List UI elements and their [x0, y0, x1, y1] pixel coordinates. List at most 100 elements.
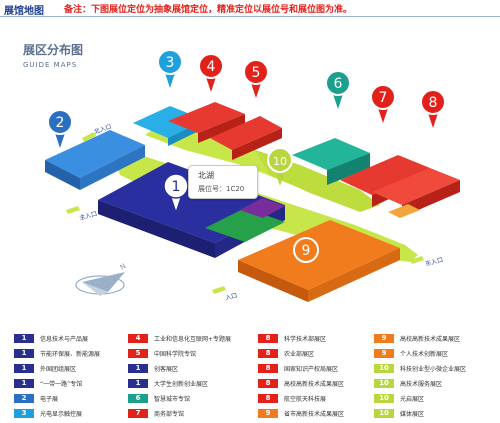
- legend-label: 科技创业型小微企业展区: [400, 365, 467, 373]
- pin-hall-9[interactable]: 9: [293, 237, 319, 276]
- legend-swatch: 8: [258, 348, 278, 358]
- legend-item: 10 科技创业型小微企业展区: [374, 362, 466, 374]
- pin-label: 3: [166, 55, 175, 71]
- hall-5[interactable]: [210, 116, 282, 160]
- legend-label: 个人技术创新展区: [400, 350, 449, 358]
- legend-swatch: 9: [374, 348, 394, 358]
- legend-item: 1 信息技术与产品展: [14, 332, 88, 344]
- hall-1[interactable]: [98, 162, 285, 258]
- hall-2[interactable]: [45, 130, 145, 190]
- svg-text:入口: 入口: [225, 292, 238, 302]
- tooltip-booth-number: 展位号：1C20: [198, 185, 245, 193]
- legend-swatch: 6: [128, 393, 148, 403]
- pin-hall-10[interactable]: 10: [267, 147, 293, 186]
- legend-swatch: 1: [128, 378, 148, 388]
- hall-8[interactable]: [372, 168, 460, 218]
- pin-label: 9: [302, 243, 311, 259]
- pin-label: 2: [56, 115, 65, 131]
- pin-label: 1: [172, 179, 181, 195]
- legend-swatch: 1: [14, 378, 34, 388]
- map-subtitle: GUIDE MAPS: [23, 61, 78, 69]
- legend-label: 国家知识产权局展区: [284, 365, 339, 373]
- legend-swatch: 10: [374, 378, 394, 388]
- legend-swatch: 10: [374, 363, 394, 373]
- legend-swatch: 1: [14, 363, 34, 373]
- legend-swatch: 7: [128, 408, 148, 418]
- legend-item: 9 省市高新技术成果展区: [258, 407, 344, 419]
- pin-label: 4: [207, 59, 216, 75]
- legend-item: 10 高技术服务展区: [374, 377, 442, 389]
- legend-swatch: 5: [128, 348, 148, 358]
- hall-pins: 1 2 3 4 5 6 7 8 9 10: [47, 49, 446, 276]
- pin-hall-8[interactable]: 8: [420, 89, 446, 128]
- pin-hall-6[interactable]: 6: [325, 70, 351, 109]
- legend-label: 省市高新技术成果展区: [284, 410, 345, 418]
- pin-label: 6: [334, 76, 343, 92]
- legend: 1 信息技术与产品展 1 节能环保展、新能源展 1 外国团组展区 1 “一带一路”专馆 2 电子展…: [0, 330, 500, 423]
- legend-label: 光电显示触控展: [40, 410, 83, 418]
- legend-label: 航空航天科技展: [284, 395, 327, 403]
- compass-icon: N: [75, 262, 128, 296]
- legend-item: 6 智慧城市专馆: [128, 392, 190, 404]
- legend-label: 智慧城市专馆: [154, 395, 191, 403]
- pin-label: 7: [379, 90, 388, 106]
- legend-item: 9 高校高新技术成果展区: [374, 332, 460, 344]
- pin-hall-7[interactable]: 7: [370, 84, 396, 123]
- tooltip-booth-name: 北湖: [198, 171, 214, 180]
- pin-hall-2[interactable]: 2: [47, 109, 73, 148]
- legend-label: 工业和信息化互联网+专题展: [154, 335, 232, 343]
- legend-label: 高校高新技术成果展区: [400, 335, 461, 343]
- legend-item: 4 工业和信息化互联网+专题展: [128, 332, 231, 344]
- legend-swatch: 1: [14, 333, 34, 343]
- legend-swatch: 1: [128, 363, 148, 373]
- legend-label: 光启展区: [400, 395, 425, 403]
- svg-text:N: N: [119, 262, 128, 272]
- legend-label: “一带一路”专馆: [40, 380, 83, 388]
- hall-4[interactable]: [168, 102, 245, 143]
- pin-hall-3[interactable]: 3: [157, 49, 183, 88]
- legend-swatch: 9: [258, 408, 278, 418]
- legend-swatch: 8: [258, 363, 278, 373]
- pin-label: 5: [252, 65, 261, 81]
- legend-swatch: 9: [374, 333, 394, 343]
- header-divider: [0, 16, 500, 17]
- page-header: 展馆地图 备注：下图展位定位为抽象展馆定位，精准定位以展位号和展位图为准。: [0, 0, 500, 18]
- legend-label: 信息技术与产品展: [40, 335, 89, 343]
- map-title: 展区分布图: [23, 43, 84, 57]
- legend-swatch: 10: [374, 393, 394, 403]
- svg-text:主入口: 主入口: [78, 210, 97, 222]
- legend-swatch: 2: [14, 393, 34, 403]
- legend-swatch: 10: [374, 408, 394, 418]
- legend-swatch: 8: [258, 333, 278, 343]
- legend-swatch: 8: [258, 393, 278, 403]
- legend-item: 8 国家知识产权局展区: [258, 362, 338, 374]
- header-note: 备注：下图展位定位为抽象展馆定位，精准定位以展位号和展位图为准。: [64, 5, 353, 15]
- pin-hall-4[interactable]: 4: [198, 53, 224, 92]
- header-title: 展馆地图: [4, 6, 44, 17]
- legend-swatch: 4: [128, 333, 148, 343]
- entrance-south: 入口: [212, 286, 238, 302]
- hall-6[interactable]: [292, 138, 370, 185]
- legend-item: 2 电子展: [14, 392, 58, 404]
- legend-label: 高技术服务展区: [400, 380, 443, 388]
- legend-label: 高校高新技术成果展区: [284, 380, 345, 388]
- legend-label: 外国团组展区: [40, 365, 77, 373]
- pin-hall-5[interactable]: 5: [243, 59, 269, 98]
- legend-item: 1 “一带一路”专馆: [14, 377, 82, 389]
- legend-item: 1 外国团组展区: [14, 362, 76, 374]
- hall-9[interactable]: [238, 220, 400, 302]
- booth-tooltip: 北湖 展位号：1C20: [188, 165, 258, 199]
- legend-item: 10 光启展区: [374, 392, 424, 404]
- legend-label: 商务部专馆: [154, 410, 185, 418]
- entrance-main: 主入口: [66, 206, 98, 222]
- legend-label: 节能环保展、新能源展: [40, 350, 101, 358]
- legend-label: 电子展: [40, 395, 59, 403]
